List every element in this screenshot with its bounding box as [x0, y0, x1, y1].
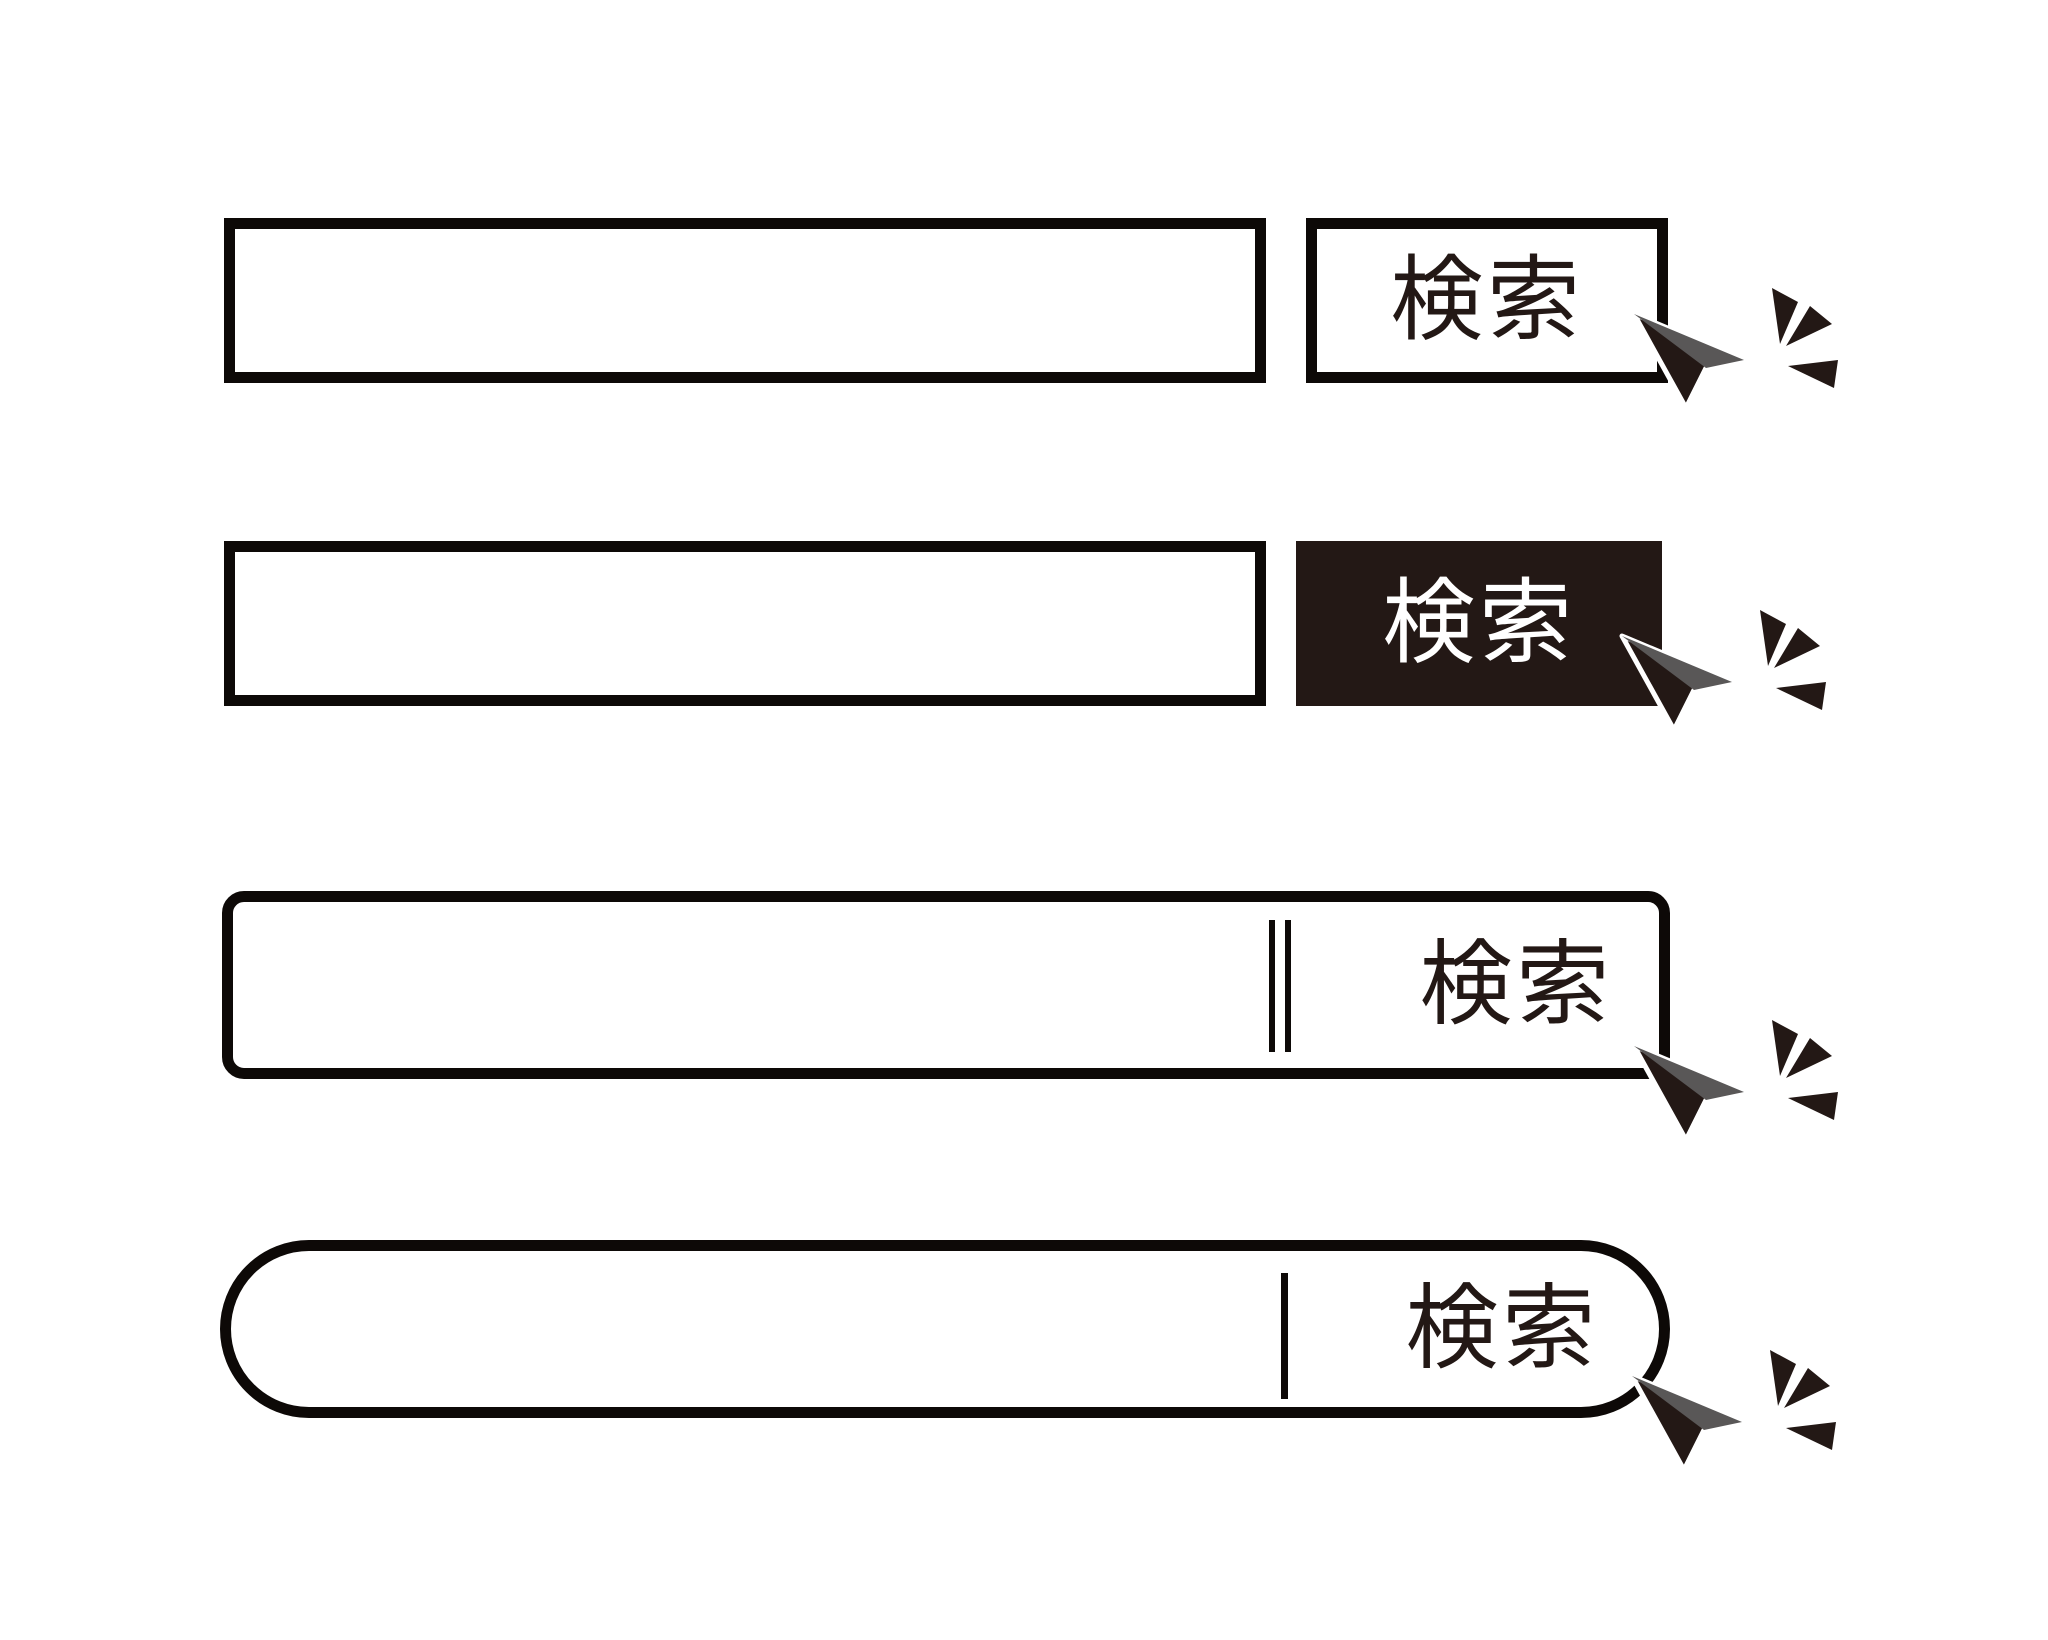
divider-single-line-row-4 — [1281, 1273, 1288, 1399]
search-button-label-row-2: 検索 — [1382, 569, 1576, 677]
search-button-label-row-1: 検索 — [1390, 246, 1584, 354]
cursor-arrow-icon — [1629, 1373, 1745, 1473]
search-variant-row-3: 検索 — [222, 891, 1838, 1140]
search-field-row-4[interactable]: 検索 — [220, 1240, 1670, 1418]
search-button-row-2[interactable]: 検索 — [1296, 541, 1662, 706]
search-field-row-3[interactable]: 検索 — [222, 891, 1670, 1079]
search-input-row-2[interactable] — [224, 541, 1266, 706]
search-button-row-1[interactable]: 検索 — [1306, 218, 1668, 383]
search-input-row-1[interactable] — [224, 218, 1266, 383]
search-variant-row-4: 検索 — [220, 1240, 1836, 1473]
search-button-label-row-3[interactable]: 検索 — [1419, 930, 1613, 1039]
divider-double-line-row-3 — [1269, 920, 1291, 1052]
click-burst-icon — [1770, 1350, 1836, 1450]
search-button-label-row-4[interactable]: 検索 — [1405, 1274, 1599, 1383]
